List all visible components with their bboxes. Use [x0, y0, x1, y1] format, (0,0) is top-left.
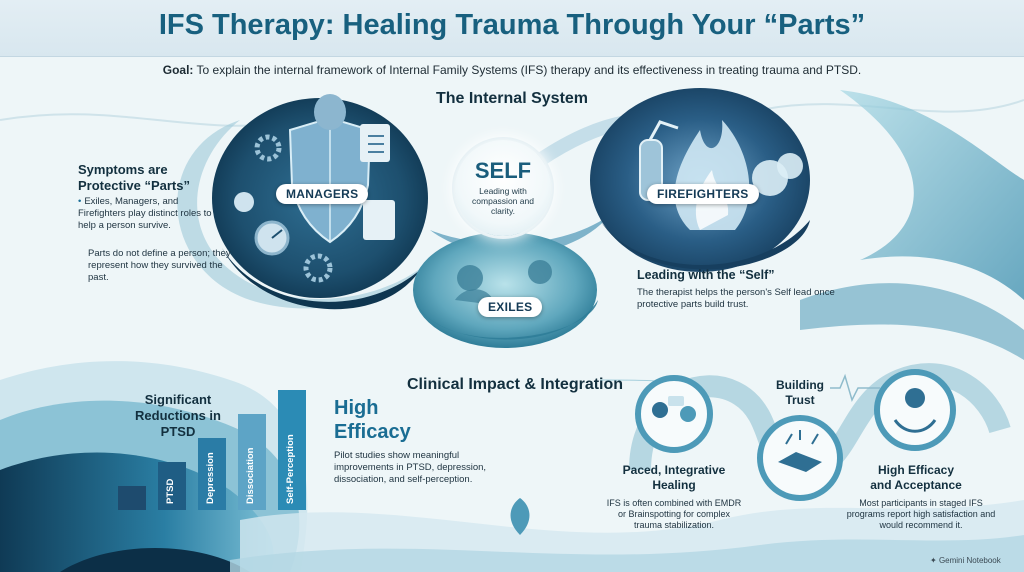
leading-self-text: The therapist helps the person's Self le… [637, 287, 835, 310]
high-efficacy-text: Pilot studies show meaningful improvemen… [334, 450, 487, 485]
page-title: IFS Therapy: Healing Trauma Through Your… [158, 9, 866, 41]
bar-label-dissociation: Dissociation [245, 447, 256, 505]
step-paced-title: Paced, Integrative Healing [622, 463, 726, 492]
chart-title: Significant Reductions in PTSD [135, 392, 221, 439]
bar-label-depression: Depression [205, 452, 216, 504]
goal-text: To explain the internal framework of Int… [196, 63, 862, 77]
bullet-dot-icon: • [78, 196, 82, 207]
firefighters-label: FIREFIGHTERS [647, 184, 759, 204]
ptsd-bar-chart [118, 390, 306, 510]
title-bar [0, 0, 1024, 57]
step-paced-text: IFS is often combined with EMDR or Brain… [606, 498, 742, 530]
internal-system-heading: The Internal System [435, 90, 589, 107]
self-circle: SELF Leading with compassion and clarity… [455, 140, 551, 236]
bar-label-ptsd: PTSD [165, 478, 176, 504]
goal-label: Goal: [162, 63, 194, 77]
goal-statement: Goal: To explain the internal framework … [0, 63, 1024, 77]
symptoms-bullet: •Exiles, Managers, and Firefighters play… [78, 196, 228, 232]
leading-self-title: Leading with the “Self” [637, 268, 775, 282]
bar-self-perception [278, 390, 306, 510]
exiles-label: EXILES [478, 297, 543, 317]
high-efficacy-title: High Efficacy [334, 397, 411, 443]
self-subtitle: Leading with compassion and clarity. [472, 186, 534, 216]
step-trust-title: Building Trust [776, 378, 824, 407]
step-acceptance-title: High Efficacy and Acceptance [870, 463, 962, 492]
symptoms-bullet-text: Exiles, Managers, and Firefighters play … [78, 196, 212, 231]
symptoms-title: Symptoms are Protective “Parts” [78, 162, 190, 193]
bar-ptsd [158, 462, 186, 510]
bar-depression [198, 438, 226, 510]
bar-baseline [118, 486, 146, 510]
bar-dissociation [238, 414, 266, 510]
clinical-heading: Clinical Impact & Integration [407, 376, 624, 393]
self-title: SELF [474, 158, 532, 183]
bar-label-self-perception: Self-Perception [285, 434, 296, 504]
brand-text: Gemini Notebook [938, 556, 1001, 565]
symptoms-note: Parts do not define a person; they repre… [88, 248, 231, 283]
step-acceptance-text: Most participants in staged IFS programs… [846, 498, 996, 530]
brand-footer: ✦ Gemini Notebook [930, 556, 1001, 565]
managers-label: MANAGERS [276, 184, 369, 204]
